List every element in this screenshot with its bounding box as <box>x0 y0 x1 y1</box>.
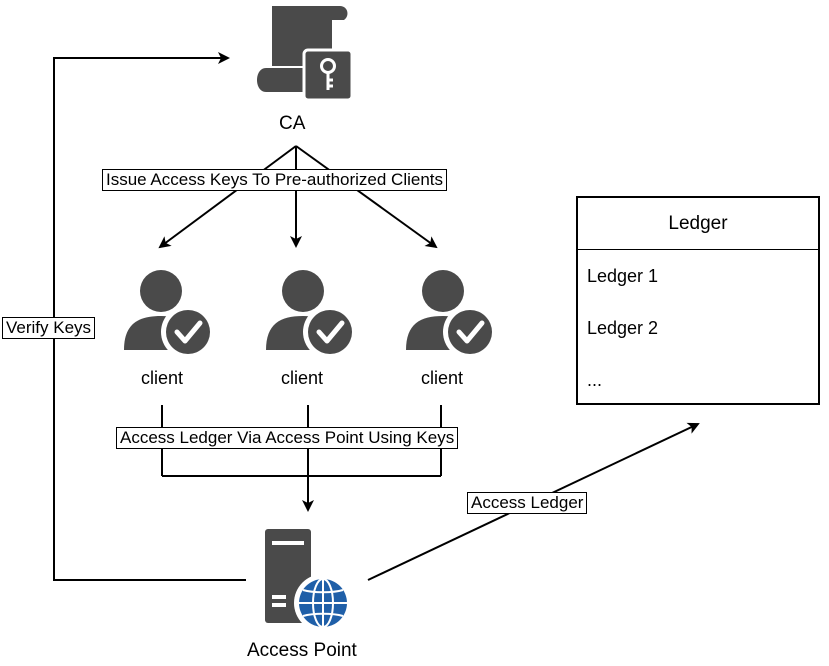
ca-to-clients-arrows <box>158 145 438 249</box>
ledger-entry: ... <box>587 370 603 390</box>
clients-bracket <box>161 405 442 512</box>
verified-user-icon <box>406 270 496 358</box>
client-label: client <box>281 368 324 388</box>
ledger-table: Ledger Ledger 1 Ledger 2 ... <box>576 196 820 405</box>
server-globe-icon <box>265 529 352 632</box>
ledger-entry: Ledger 2 <box>587 318 659 338</box>
verify-keys-label: Verify Keys <box>2 317 96 339</box>
access-ledger-label: Access Ledger <box>467 492 588 514</box>
client-label: client <box>141 368 184 388</box>
client-label: client <box>421 368 464 388</box>
issue-keys-label: Issue Access Keys To Pre-authorized Clie… <box>102 169 448 191</box>
access-via-access-point-label: Access Ledger Via Access Point Using Key… <box>116 427 459 449</box>
certificate-key-icon <box>257 6 354 102</box>
ca-label: CA <box>279 113 306 134</box>
access-point-label: Access Point <box>247 640 357 661</box>
ledger-entry: Ledger 1 <box>587 266 659 286</box>
ledger-title: Ledger <box>578 198 818 250</box>
verified-user-icon <box>266 270 356 358</box>
verified-user-icon <box>124 270 214 358</box>
